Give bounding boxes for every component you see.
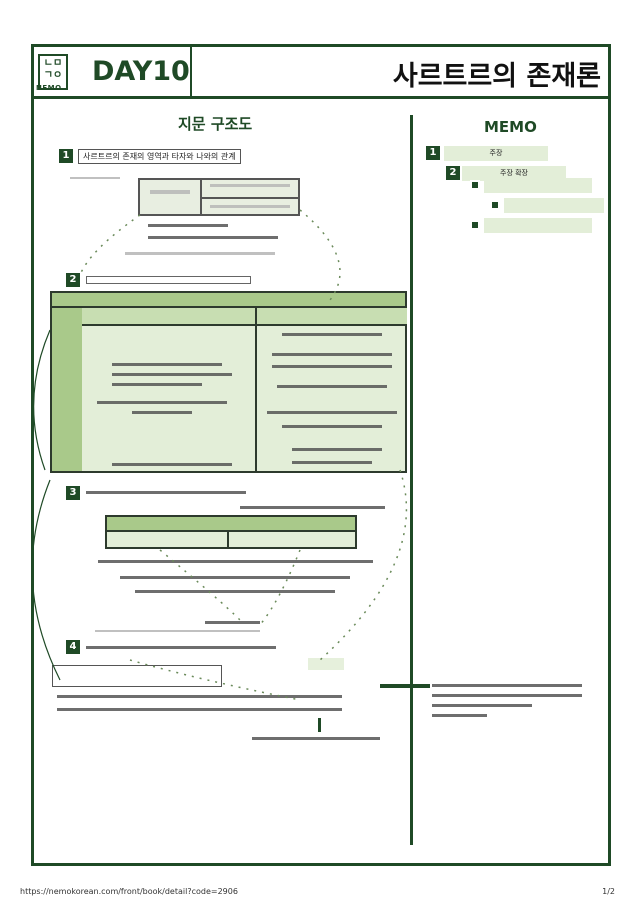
text-line xyxy=(98,560,373,563)
text-line xyxy=(205,621,260,624)
logo-mark: ㄴㅁ ㄱㅇ xyxy=(43,58,63,81)
header-divider xyxy=(190,44,192,98)
memo-sub-item-1 xyxy=(484,178,592,193)
memo-text-line xyxy=(432,684,582,687)
logo-text: NEMO xyxy=(36,84,62,92)
structure-diagram-box xyxy=(138,178,300,216)
text-line xyxy=(57,695,342,698)
memo-badge-2: 2 xyxy=(446,166,460,180)
item2-label-box xyxy=(86,276,251,284)
text-line xyxy=(135,590,335,593)
memo-sub-item-2 xyxy=(504,198,604,213)
header-top-rule xyxy=(31,44,611,47)
page-title: 사르트르의 존재론 xyxy=(392,61,601,92)
text-line xyxy=(125,252,275,255)
header-bottom-rule xyxy=(31,96,611,99)
memo-text-line xyxy=(432,694,582,697)
nemo-logo: ㄴㅁ ㄱㅇ xyxy=(38,54,68,90)
memo-badge-1: 1 xyxy=(426,146,440,160)
table-subheader xyxy=(82,308,407,326)
small-table xyxy=(105,515,357,549)
number-badge-2: 2 xyxy=(66,273,80,287)
memo-item-1: 주장 xyxy=(444,146,548,161)
column-divider xyxy=(410,115,413,845)
text-line xyxy=(120,576,350,579)
table-side-column xyxy=(52,308,82,471)
footer-page-number: 1/2 xyxy=(602,887,615,896)
memo-sub-item-3 xyxy=(484,218,592,233)
memo-bullet-2 xyxy=(490,200,500,210)
text-line xyxy=(252,737,380,740)
memo-item-2: 주장 확장 xyxy=(462,166,566,181)
text-line xyxy=(86,646,276,649)
highlight-tag xyxy=(308,658,344,670)
text-line xyxy=(240,506,385,509)
memo-bullet-3 xyxy=(470,220,480,230)
item1-label: 사르트르의 존재의 영역과 타자와 나와의 관계 xyxy=(78,149,241,164)
memo-bullet-1 xyxy=(470,180,480,190)
page-frame xyxy=(31,44,611,866)
memo-text-line xyxy=(432,714,487,717)
footer-url[interactable]: https://nemokorean.com/front/book/detail… xyxy=(20,887,238,896)
section-title-structure: 지문 구조도 xyxy=(178,115,253,133)
item4-box xyxy=(52,665,222,687)
number-badge-1: 1 xyxy=(59,149,73,163)
text-line xyxy=(148,236,278,239)
text-line xyxy=(86,491,246,494)
table-divider xyxy=(255,308,257,471)
table-header xyxy=(52,293,405,308)
section-title-memo: MEMO xyxy=(484,118,537,136)
number-badge-3: 3 xyxy=(66,486,80,500)
faint-rule xyxy=(95,630,260,632)
connector-bar xyxy=(380,684,430,688)
text-line xyxy=(148,224,228,227)
faint-rule xyxy=(70,177,120,179)
connector-tick xyxy=(318,718,321,732)
memo-text-line xyxy=(432,704,532,707)
number-badge-4: 4 xyxy=(66,640,80,654)
comparison-table xyxy=(50,291,407,473)
text-line xyxy=(57,708,342,711)
day-label: DAY10 xyxy=(92,56,190,87)
